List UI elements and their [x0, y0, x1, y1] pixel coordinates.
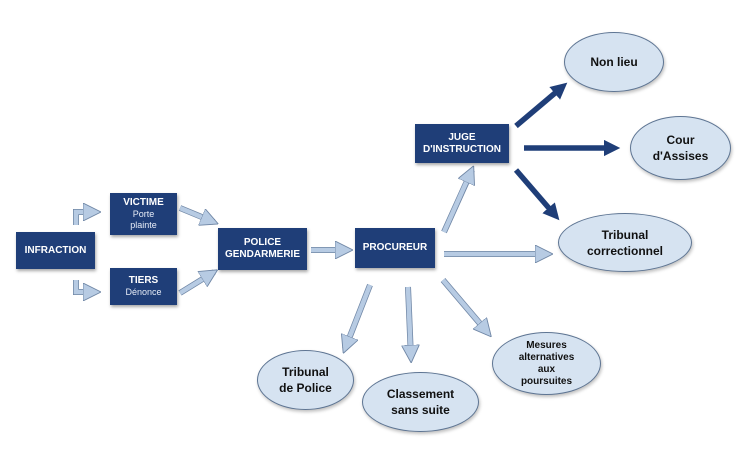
- outcome-cour-assises-label: Cour d'Assises: [652, 133, 709, 163]
- outcome-classement-label: Classement sans suite: [386, 387, 455, 417]
- outcome-tribunal-correctionnel: Tribunal correctionnel: [558, 213, 692, 272]
- arrow-juge-non-lieu: [514, 82, 568, 129]
- outcome-tribunal-correctionnel-label: Tribunal correctionnel: [586, 227, 664, 258]
- outcome-non-lieu: Non lieu: [564, 32, 664, 92]
- outcome-tribunal-police: Tribunal de Police: [257, 350, 354, 410]
- outcome-mesures-label: Mesures alternatives aux poursuites: [518, 339, 575, 387]
- outcome-mesures-alternatives: Mesures alternatives aux poursuites: [492, 332, 601, 395]
- node-juge-instruction: JUGE D'INSTRUCTION: [415, 124, 509, 163]
- node-procureur: PROCUREUR: [355, 228, 435, 268]
- node-victime-subtitle: Porte plainte: [130, 209, 157, 230]
- outcome-cour-assises: Cour d'Assises: [630, 116, 731, 180]
- outcome-classement-sans-suite: Classement sans suite: [362, 372, 479, 432]
- arrow-juge-tribunal-correctionnel: [513, 168, 560, 221]
- node-police-label: POLICE GENDARMERIE: [224, 237, 300, 260]
- node-tiers-title: TIERS: [128, 275, 159, 286]
- node-tiers: TIERS Dénonce: [110, 268, 177, 305]
- node-infraction: INFRACTION: [16, 232, 95, 269]
- node-victime: VICTIME Porte plainte: [110, 193, 177, 235]
- node-police-gendarmerie: POLICE GENDARMERIE: [218, 228, 307, 270]
- outcome-tribunal-police-label: Tribunal de Police: [279, 365, 332, 395]
- node-juge-label: JUGE D'INSTRUCTION: [423, 131, 501, 155]
- node-victime-title: VICTIME: [123, 197, 164, 208]
- node-infraction-label: INFRACTION: [24, 244, 87, 256]
- node-procureur-label: PROCUREUR: [362, 242, 428, 253]
- node-tiers-subtitle: Dénonce: [125, 287, 162, 297]
- outcome-non-lieu-label: Non lieu: [590, 55, 638, 69]
